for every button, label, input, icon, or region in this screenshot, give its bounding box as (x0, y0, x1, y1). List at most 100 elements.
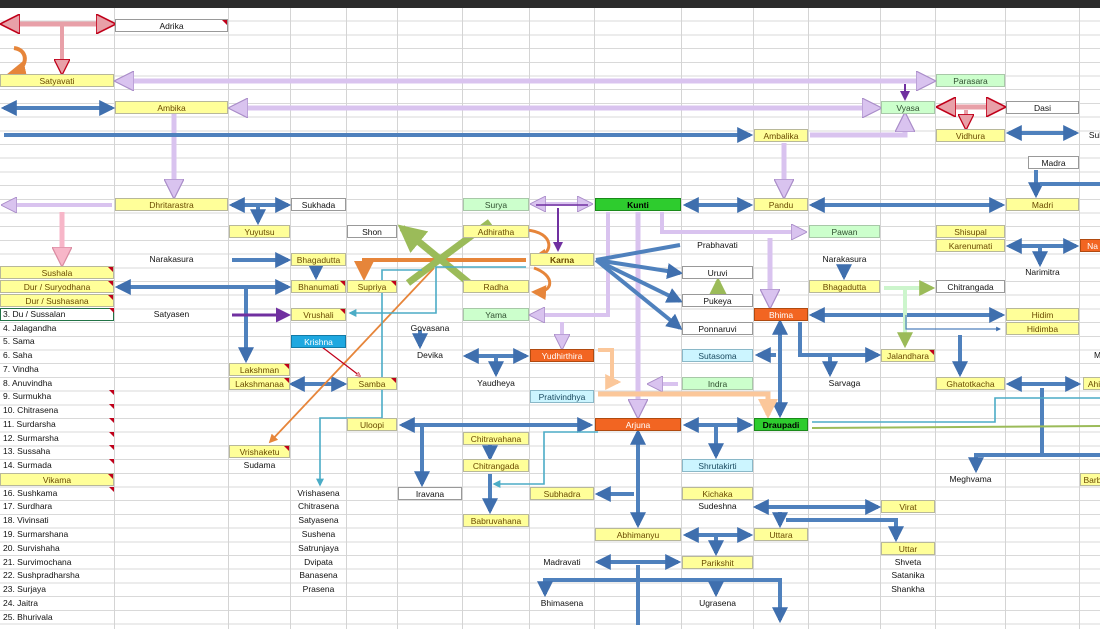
cell-ghatotkacha[interactable]: Ghatotkacha (936, 377, 1005, 390)
cell-sushkama[interactable]: 16. Sushkama (0, 487, 114, 500)
cell-ambika[interactable]: Ambika (115, 101, 228, 114)
cell-ponnaruvi[interactable]: Ponnaruvi (682, 322, 753, 335)
cell-ambalika[interactable]: Ambalika (754, 129, 808, 142)
cell-dvipata[interactable]: Dvipata (304, 557, 333, 567)
cell-chitrasena2[interactable]: Chitrasena (297, 501, 340, 511)
cell-satyasena[interactable]: Satyasena (298, 515, 339, 525)
cell-ugrasena[interactable]: Ugrasena (699, 598, 736, 608)
cell-jalagandha[interactable]: 4. Jalagandha (3, 323, 57, 333)
cell-dur-sushasana[interactable]: Dur / Sushasana (0, 294, 114, 307)
cell-shrutakirti[interactable]: Shrutakirti (682, 459, 753, 472)
cell-radha[interactable]: Radha (463, 280, 529, 293)
cell-dhritarastra[interactable]: Dhritarastra (115, 198, 228, 211)
cell-parasara[interactable]: Parasara (936, 74, 1005, 87)
cell-prativindhya[interactable]: Prativindhya (530, 390, 594, 403)
cell-sushala[interactable]: Sushala (0, 266, 114, 279)
cell-sama[interactable]: 5. Sama (3, 336, 35, 346)
cell-iravana[interactable]: Iravana (398, 487, 462, 500)
cell-madri[interactable]: Madri (1006, 198, 1079, 211)
cell-chitrangada2[interactable]: Chitrangada (463, 459, 529, 472)
cell-ahi[interactable]: Ahi (1083, 377, 1100, 390)
cell-vrishaketu[interactable]: Vrishaketu (229, 445, 290, 458)
cell-samba[interactable]: Samba (347, 377, 397, 390)
cell-bhurivala[interactable]: 25. Bhurivala (3, 612, 53, 622)
cell-surjaya[interactable]: 23. Surjaya (3, 584, 46, 594)
cell-surmarshana[interactable]: 19. Surmarshana (3, 529, 69, 539)
cell-chitravahana[interactable]: Chitravahana (463, 432, 529, 445)
cell-vrishasena[interactable]: Vrishasena (297, 488, 340, 498)
cell-yuyutsu[interactable]: Yuyutsu (229, 225, 290, 238)
cell-chitrangada1[interactable]: Chitrangada (936, 280, 1005, 293)
cell-shankha[interactable]: Shankha (891, 584, 925, 594)
cell-du-sussalan[interactable]: 3. Du / Sussalan (0, 308, 114, 321)
cell-vrushali[interactable]: Vrushali (291, 308, 346, 321)
cell-shisupal[interactable]: Shisupal (936, 225, 1005, 238)
cell-na[interactable]: Na (1080, 239, 1100, 252)
cell-devika[interactable]: Devika (417, 350, 443, 360)
cell-jaitra[interactable]: 24. Jaitra (3, 598, 38, 608)
cell-surmada[interactable]: 14. Surmada (0, 459, 114, 472)
cell-uruvi[interactable]: Uruvi (682, 266, 753, 279)
cell-narimitra[interactable]: Narimitra (1025, 267, 1060, 277)
cell-m-edge[interactable]: M (1093, 350, 1100, 360)
cell-narakasura2[interactable]: Narakasura (822, 254, 867, 264)
cell-satanika[interactable]: Satanika (891, 570, 925, 580)
cell-virat[interactable]: Virat (881, 500, 935, 513)
cell-arjuna[interactable]: Arjuna (595, 418, 681, 431)
cell-pandu[interactable]: Pandu (754, 198, 808, 211)
cell-karenumati[interactable]: Karenumati (936, 239, 1005, 252)
cell-abhimanyu[interactable]: Abhimanyu (595, 528, 681, 541)
cell-madravati[interactable]: Madravati (543, 557, 581, 567)
cell-babruvahana[interactable]: Babruvahana (463, 514, 529, 527)
cell-sul[interactable]: Sul (1088, 130, 1100, 140)
cell-adrika[interactable]: Adrika (115, 19, 228, 32)
cell-uloopi[interactable]: Uloopi (347, 418, 397, 431)
cell-sushpradharsha[interactable]: 22. Sushpradharsha (3, 570, 80, 580)
cell-vivinsati[interactable]: 18. Vivinsati (3, 515, 49, 525)
cell-kichaka[interactable]: Kichaka (682, 487, 753, 500)
cell-vikama[interactable]: Vikama (0, 473, 114, 486)
cell-anuvindha[interactable]: 8. Anuvindha (3, 378, 53, 388)
cell-yama[interactable]: Yama (463, 308, 529, 321)
cell-jalandhara[interactable]: Jalandhara (881, 349, 935, 362)
cell-sushena[interactable]: Sushena (301, 529, 336, 539)
cell-meghvama[interactable]: Meghvama (949, 474, 992, 484)
cell-yaudheya[interactable]: Yaudheya (477, 378, 515, 388)
cell-subhadra[interactable]: Subhadra (530, 487, 594, 500)
cell-uttara[interactable]: Uttara (754, 528, 808, 541)
cell-surya[interactable]: Surya (463, 198, 529, 211)
cell-survishaha[interactable]: 20. Survishaha (3, 543, 60, 553)
cell-madra[interactable]: Madra (1028, 156, 1079, 169)
cell-parikshit[interactable]: Parikshit (682, 556, 753, 569)
cell-bhima[interactable]: Bhima (754, 308, 808, 321)
cell-dasi[interactable]: Dasi (1006, 101, 1079, 114)
cell-surmukha[interactable]: 9. Surmukha (0, 390, 114, 403)
cell-sutasoma[interactable]: Sutasoma (682, 349, 753, 362)
cell-vyasa[interactable]: Vyasa (881, 101, 935, 114)
cell-vindha[interactable]: 7. Vindha (3, 364, 39, 374)
cell-indra[interactable]: Indra (682, 377, 753, 390)
cell-hidimba[interactable]: Hidimba (1006, 322, 1079, 335)
cell-hidim[interactable]: Hidim (1006, 308, 1079, 321)
cell-satrunjaya[interactable]: Satrunjaya (298, 543, 339, 553)
cell-vidhura[interactable]: Vidhura (936, 129, 1005, 142)
cell-surdhara[interactable]: 17. Surdhara (3, 501, 53, 511)
cell-chitrasena[interactable]: 10. Chitrasena (0, 404, 114, 417)
cell-lakshman[interactable]: Lakshman (229, 363, 290, 376)
cell-adhiratha[interactable]: Adhiratha (463, 225, 529, 238)
cell-satyavati[interactable]: Satyavati (0, 74, 114, 87)
cell-yudhirthira[interactable]: Yudhirthira (530, 349, 594, 362)
cell-sudeshna[interactable]: Sudeshna (698, 501, 737, 511)
cell-lakshmanaa[interactable]: Lakshmanaa (229, 377, 290, 390)
cell-bhagadutta1[interactable]: Bhagadutta (291, 253, 346, 266)
cell-banasena[interactable]: Banasena (299, 570, 338, 580)
cell-draupadi[interactable]: Draupadi (754, 418, 808, 431)
cell-bhanumati[interactable]: Bhanumati (291, 280, 346, 293)
cell-saha[interactable]: 6. Saha (3, 350, 33, 360)
cell-shon[interactable]: Shon (347, 225, 397, 238)
cell-pukeya[interactable]: Pukeya (682, 294, 753, 307)
cell-govasana[interactable]: Govasana (410, 323, 450, 333)
cell-survimochana[interactable]: 21. Survimochana (3, 557, 72, 567)
cell-prasena[interactable]: Prasena (302, 584, 335, 594)
cell-prabhavati[interactable]: Prabhavati (697, 240, 738, 250)
